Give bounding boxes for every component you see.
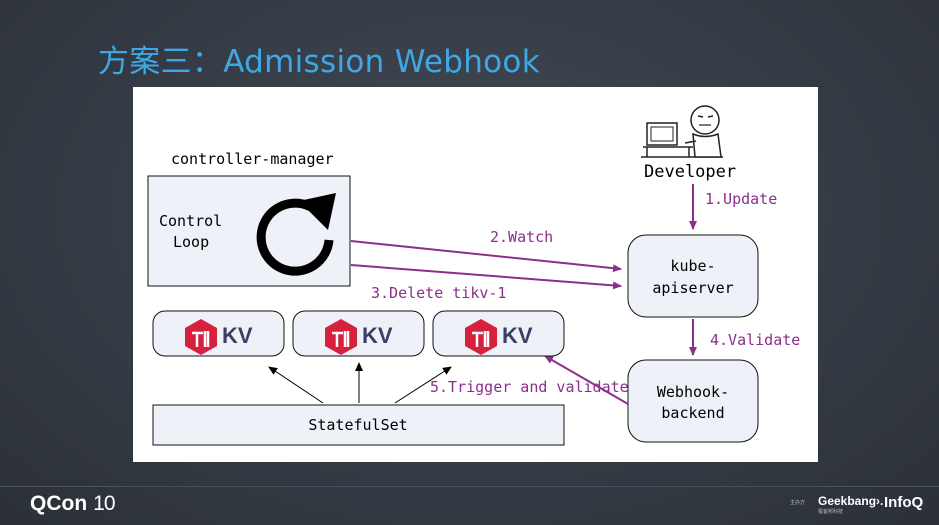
kv-label: KV xyxy=(502,323,533,348)
architecture-diagram: controller-manager Control Loop Develope… xyxy=(147,105,800,446)
footer-divider xyxy=(0,486,939,487)
kv-label: KV xyxy=(222,323,253,348)
control-loop-line1: Control xyxy=(159,212,222,230)
slide-title: 方案三：Admission Webhook xyxy=(98,44,540,80)
controller-manager-label: controller-manager xyxy=(171,150,334,168)
update-step-label: 1.Update xyxy=(705,190,777,208)
webhook-backend-box xyxy=(627,359,759,443)
kube-apiserver-line1: kube- xyxy=(670,257,715,275)
trigger-step-label: 5.Trigger and validate xyxy=(430,378,629,396)
delete-arrow xyxy=(350,264,622,290)
infoq-logo: InfoQ xyxy=(884,494,924,511)
statefulset-label: StatefulSet xyxy=(308,416,407,434)
kv-label: KV xyxy=(362,323,393,348)
qcon-edition: 10 xyxy=(93,492,115,515)
watch-arrow xyxy=(350,240,622,273)
geekbang-subtitle: 极客邦科技 xyxy=(818,509,844,515)
kube-apiserver-box xyxy=(627,234,759,318)
watch-step-label: 2.Watch xyxy=(490,228,553,246)
developer-icon xyxy=(641,105,723,158)
validate-step-label: 4.Validate xyxy=(710,331,800,349)
statefulset-box xyxy=(152,404,565,446)
developer-label: Developer xyxy=(644,162,736,182)
qcon-text: QCon xyxy=(30,492,88,515)
kube-apiserver-line2: apiserver xyxy=(652,279,733,297)
statefulset-arrow-1 xyxy=(268,366,324,404)
controller-manager-box xyxy=(147,175,351,287)
delete-step-label: 3.Delete tikv-1 xyxy=(371,284,506,302)
tikv-pod-3: KV xyxy=(432,310,565,357)
statefulset-arrow-3 xyxy=(394,366,452,404)
webhook-backend-line1: Webhook- xyxy=(657,383,729,401)
trigger-arrow xyxy=(544,355,629,405)
refresh-icon xyxy=(256,193,336,276)
webhook-backend-line2: backend xyxy=(661,404,724,422)
sponsor-label: 主办方 xyxy=(790,500,806,506)
tikv-pod-2: KV xyxy=(292,310,425,357)
diagram-panel: controller-manager Control Loop Develope… xyxy=(133,87,818,462)
geekbang-logo: Geekbang›. xyxy=(818,494,884,508)
control-loop-line2: Loop xyxy=(173,233,209,251)
tikv-pod-1: KV xyxy=(152,310,285,357)
